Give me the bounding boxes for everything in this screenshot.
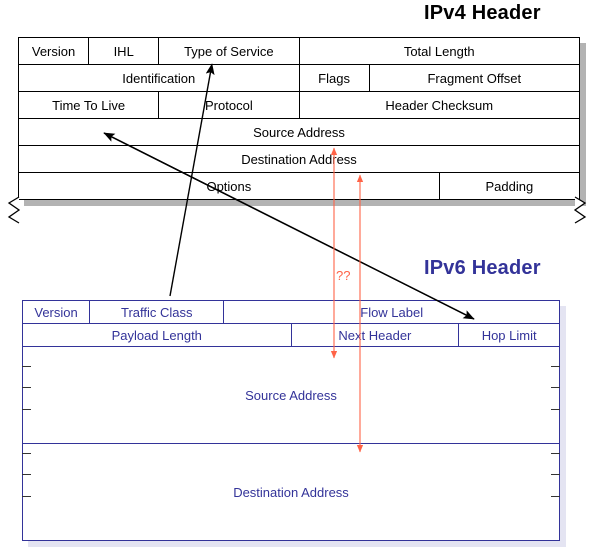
ipv4-field-fragment-offset: Fragment Offset: [368, 64, 581, 92]
ipv4-field-version: Version: [17, 37, 90, 65]
ipv4-field-destination-address: Destination Address: [18, 145, 580, 173]
table-row: Destination Address: [18, 145, 580, 173]
ipv4-field-source-address: Source Address: [18, 118, 580, 146]
table-row: Time To Live Protocol Header Checksum: [17, 91, 580, 119]
question-marks-annotation: ??: [336, 268, 351, 283]
ipv6-field-payload-length: Payload Length: [22, 323, 292, 347]
table-row: Identification Flags Fragment Offset: [18, 64, 581, 92]
table-row: Version Traffic Class Flow Label: [21, 300, 560, 324]
ipv4-field-identification: Identification: [18, 64, 300, 92]
ipv4-field-ihl: IHL: [88, 37, 160, 65]
table-row: Options Padding: [18, 172, 581, 200]
table-row: Destination Address: [22, 443, 560, 541]
ipv4-field-header-checksum: Header Checksum: [298, 91, 580, 119]
ipv6-field-flow-label: Flow Label: [223, 300, 560, 324]
ipv6-field-next-header: Next Header: [290, 323, 460, 347]
ipv4-field-padding: Padding: [438, 172, 581, 200]
ipv6-field-hop-limit: Hop Limit: [458, 323, 560, 347]
torn-edge-right-icon: [573, 196, 587, 224]
ipv4-field-total-length: Total Length: [298, 37, 580, 65]
table-row: Source Address: [18, 118, 580, 146]
torn-edge-left-icon: [7, 196, 21, 224]
ipv4-header-title: IPv4 Header: [424, 2, 541, 24]
ipv6-header-table: Version Traffic Class Flow Label Payload…: [21, 300, 560, 541]
ipv4-field-options: Options: [18, 172, 440, 200]
table-row: Payload Length Next Header Hop Limit: [22, 323, 560, 347]
ipv4-field-time-to-live: Time To Live: [17, 91, 160, 119]
ipv6-field-traffic-class: Traffic Class: [89, 300, 225, 324]
ipv6-field-destination-address: Destination Address: [22, 443, 560, 541]
ipv6-field-version: Version: [21, 300, 91, 324]
table-row: Version IHL Type of Service Total Length: [17, 37, 580, 65]
ipv4-field-flags: Flags: [298, 64, 370, 92]
table-row: Source Address: [22, 346, 560, 444]
ipv4-field-protocol: Protocol: [158, 91, 300, 119]
ipv4-header-table: Version IHL Type of Service Total Length…: [17, 37, 581, 200]
ipv6-field-source-address: Source Address: [22, 346, 560, 444]
ipv6-header-title: IPv6 Header: [424, 257, 541, 279]
ipv4-field-type-of-service: Type of Service: [158, 37, 300, 65]
